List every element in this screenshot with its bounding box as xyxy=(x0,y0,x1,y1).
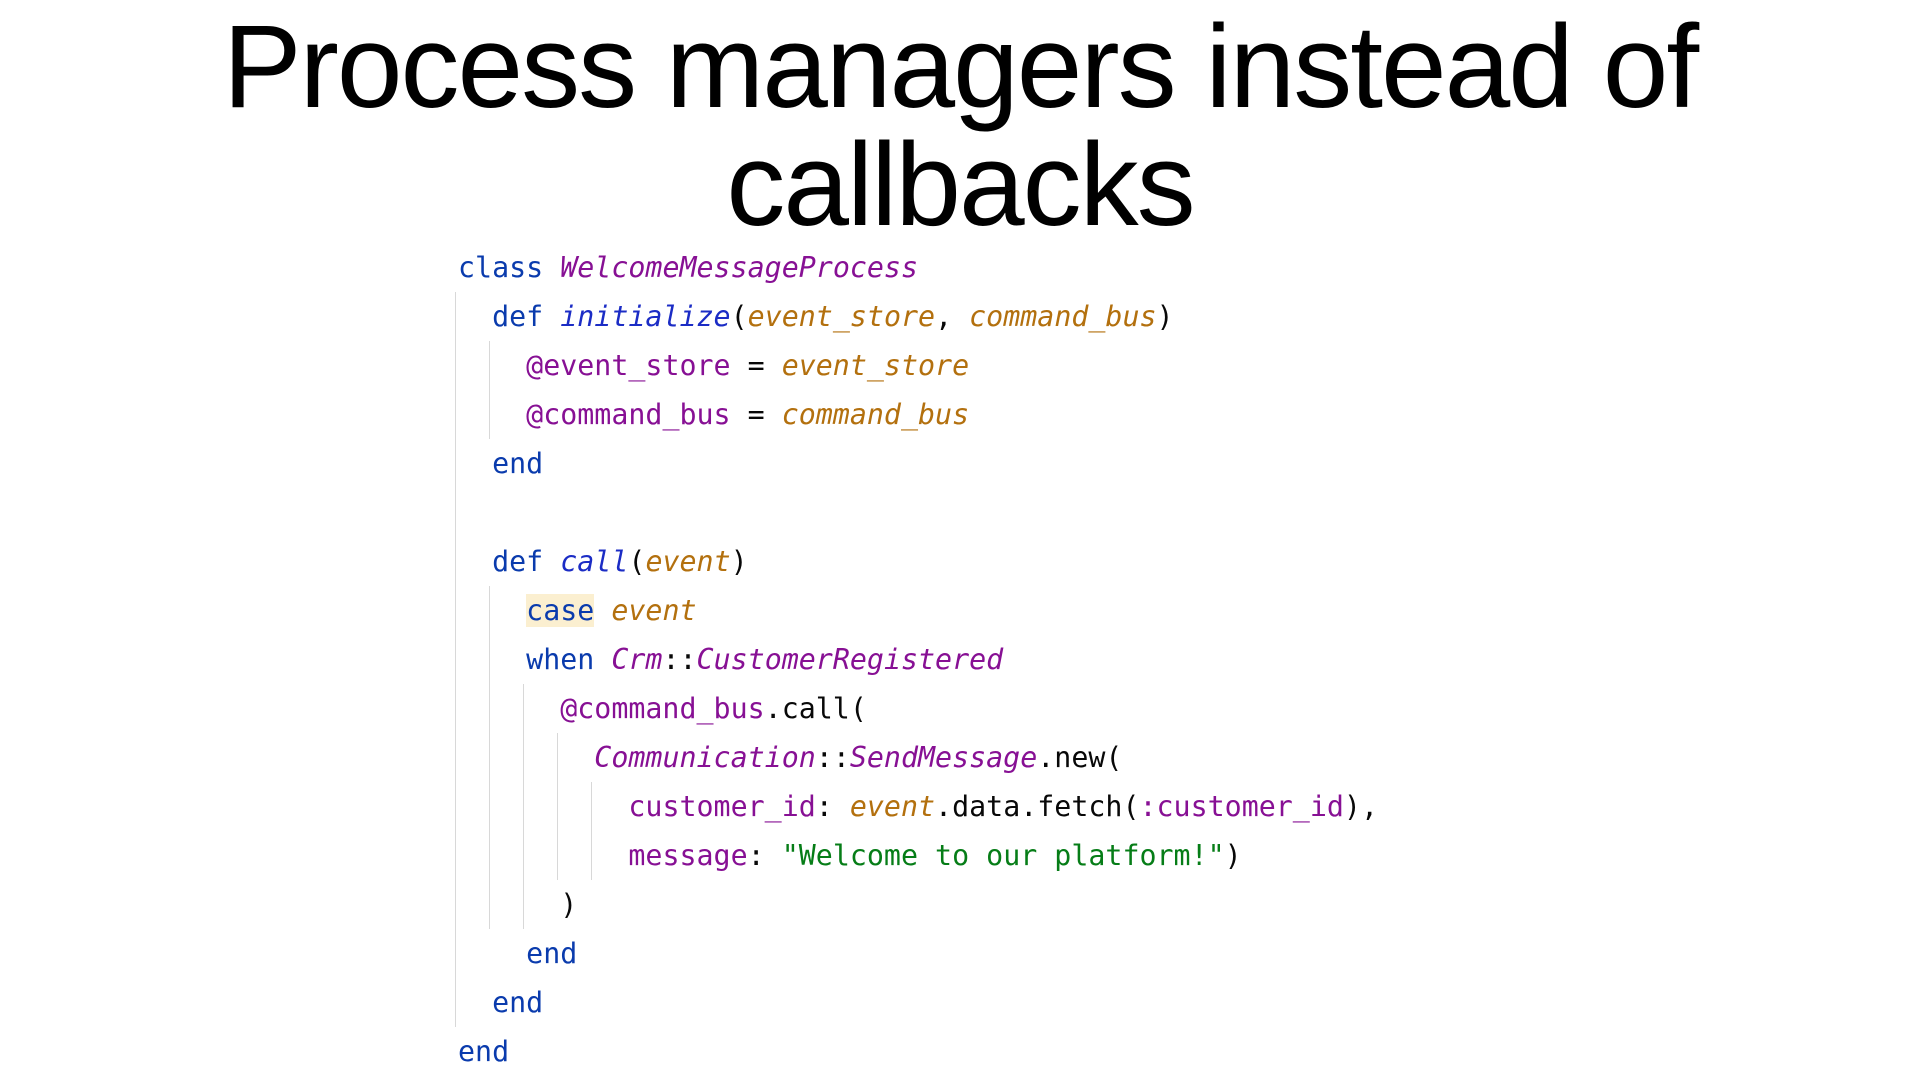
code-token: end xyxy=(492,986,544,1019)
code-token: ) xyxy=(730,545,748,578)
code-token xyxy=(543,300,560,333)
indent-guide xyxy=(523,684,524,929)
code-token: end xyxy=(526,937,578,970)
code-token: command_bus xyxy=(781,398,970,431)
code-token xyxy=(594,643,611,676)
code-token: @command_bus xyxy=(526,398,731,431)
code-line: Communication::SendMessage.new( xyxy=(458,733,1378,782)
code-line: end xyxy=(458,1027,1378,1076)
code-line: case event xyxy=(458,586,1378,635)
code-line: @command_bus = command_bus xyxy=(458,390,1378,439)
code-token: event_store xyxy=(781,349,970,382)
code-token: , xyxy=(935,300,970,333)
code-token xyxy=(458,839,628,872)
code-token: : xyxy=(747,839,782,872)
code-token xyxy=(458,888,560,921)
code-token: ( xyxy=(628,545,646,578)
code-token: def xyxy=(492,545,544,578)
indent-guide xyxy=(591,782,592,880)
code-line: message: "Welcome to our platform!") xyxy=(458,831,1378,880)
code-token: ) xyxy=(1224,839,1242,872)
code-token: "Welcome to our platform!" xyxy=(781,839,1225,872)
code-token: event xyxy=(849,790,936,823)
slide-title: Process managers instead of callbacks xyxy=(0,8,1920,244)
code-token xyxy=(458,790,628,823)
code-token xyxy=(458,937,526,970)
code-token: event_store xyxy=(747,300,936,333)
code-token: def xyxy=(492,300,544,333)
title-line-1: Process managers instead of xyxy=(222,1,1699,133)
code-token: :customer_id xyxy=(1139,790,1344,823)
code-token: :: xyxy=(662,643,697,676)
code-token xyxy=(458,545,492,578)
code-token: ) xyxy=(560,888,578,921)
code-token: :: xyxy=(815,741,850,774)
code-token: SendMessage xyxy=(849,741,1038,774)
code-token xyxy=(458,594,526,627)
code-block: class WelcomeMessageProcess def initiali… xyxy=(455,243,1378,1076)
code-token: message xyxy=(628,839,748,872)
code-token: Communication xyxy=(594,741,816,774)
code-token: initialize xyxy=(560,300,731,333)
code-token xyxy=(458,643,526,676)
indent-guide xyxy=(489,586,490,929)
code-line: end xyxy=(458,929,1378,978)
indent-guide xyxy=(489,341,490,439)
code-token: CustomerRegistered xyxy=(696,643,1004,676)
code-token: : xyxy=(815,790,850,823)
code-line: @command_bus.call( xyxy=(458,684,1378,733)
code-token xyxy=(458,986,492,1019)
code-line xyxy=(458,488,1378,537)
code-line: end xyxy=(458,978,1378,1027)
code-token: @command_bus xyxy=(560,692,765,725)
code-token: @event_store xyxy=(526,349,731,382)
code-token: WelcomeMessageProcess xyxy=(560,251,918,284)
code-token: event xyxy=(645,545,731,578)
code-token xyxy=(458,398,526,431)
title-line-2: callbacks xyxy=(726,119,1195,251)
code-token: = xyxy=(730,398,782,431)
indent-guide xyxy=(557,733,558,880)
code-token xyxy=(458,300,492,333)
code-token: end xyxy=(492,447,544,480)
code-token xyxy=(458,741,594,774)
code-token xyxy=(458,349,526,382)
code-token: ), xyxy=(1343,790,1378,823)
code-token: .new( xyxy=(1037,741,1123,774)
code-token: ) xyxy=(1156,300,1174,333)
code-token: event xyxy=(611,594,697,627)
code-line: @event_store = event_store xyxy=(458,341,1378,390)
code-token: end xyxy=(458,1035,510,1068)
code-line: class WelcomeMessageProcess xyxy=(458,243,1378,292)
code-token: .data.fetch( xyxy=(935,790,1140,823)
code-token: class xyxy=(458,251,544,284)
code-line: ) xyxy=(458,880,1378,929)
code-token: ( xyxy=(730,300,748,333)
code-token xyxy=(543,251,560,284)
code-line: def initialize(event_store, command_bus) xyxy=(458,292,1378,341)
code-token: command_bus xyxy=(969,300,1157,333)
code-token xyxy=(543,545,560,578)
code-line: when Crm::CustomerRegistered xyxy=(458,635,1378,684)
code-token: when xyxy=(526,643,595,676)
code-line: customer_id: event.data.fetch(:customer_… xyxy=(458,782,1378,831)
code-token: Crm xyxy=(611,643,663,676)
code-token: case xyxy=(526,594,595,627)
code-token: = xyxy=(730,349,782,382)
code-token: .call( xyxy=(764,692,867,725)
code-token xyxy=(458,447,492,480)
code-token xyxy=(594,594,611,627)
code-line: end xyxy=(458,439,1378,488)
indent-guide xyxy=(455,537,456,978)
code-token: call xyxy=(560,545,629,578)
code-line: def call(event) xyxy=(458,537,1378,586)
code-token: customer_id xyxy=(628,790,816,823)
code-token xyxy=(458,692,560,725)
